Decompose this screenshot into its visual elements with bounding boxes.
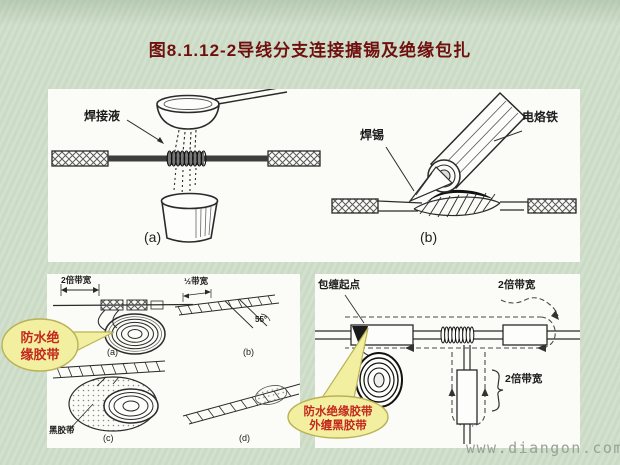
top-width-label: 2倍带宽: [498, 279, 536, 291]
iron-label: 电烙铁: [522, 110, 559, 124]
tape-roll: [355, 352, 403, 408]
waterproof-tape-callout: 防水绝 缘胶带: [1, 318, 115, 372]
solder-leader-line: [385, 146, 415, 192]
callout-text-line2: 缘胶带: [20, 347, 59, 362]
iron-tip: [408, 166, 454, 203]
branch-width-label: 2倍带宽: [505, 373, 543, 385]
wrap-start-label: 包缠起点: [318, 279, 360, 291]
caption-step-a: (a): [107, 347, 118, 357]
flux-stream: [174, 129, 197, 153]
diagram-a-flux-pouring: [51, 89, 321, 243]
caption-step-c: (c): [103, 433, 114, 443]
flux-leader-line: [126, 119, 163, 143]
outer-black-tape-callout: 防水绝缘胶带 外缠黑胶带: [287, 327, 389, 439]
solder-blob: [426, 189, 493, 203]
black-tape-label: 黑胶带: [49, 425, 75, 435]
width-label-a: 2倍带宽: [61, 275, 92, 285]
branch-width-brace: [491, 369, 504, 412]
width-label-b: ½带宽: [184, 276, 209, 286]
solder-label: 焊锡: [360, 128, 385, 142]
callout2-text-line2: 外缠黑胶带: [308, 418, 367, 432]
angle-label-b: 55°: [255, 315, 268, 324]
caption-a: (a): [144, 229, 162, 245]
callout2-text-line1: 防水绝缘胶带: [304, 404, 373, 418]
wrap-start-wedge: [352, 326, 368, 350]
page-title: 图8.1.12-2导线分支连接搪锡及绝缘包扎: [148, 41, 472, 60]
watermark: www.diangon.com: [466, 439, 620, 457]
taping-steps-svg: [52, 284, 300, 432]
caption-step-d: (d): [239, 433, 250, 443]
bottom-left-panel: 2倍带宽 (a) ½带宽 55° (b) 黑胶带 (c) (d): [47, 274, 300, 448]
step-b-half-overlap: [174, 289, 280, 329]
start-leader-line: [344, 294, 365, 324]
step-a-start-wrap: [52, 284, 194, 355]
wrap-path-arrows: [405, 310, 559, 396]
callout-text-line1: 防水绝: [20, 330, 59, 345]
step-d-finished-wrap: [182, 383, 300, 425]
joint-coil: [440, 326, 475, 344]
caption-step-b: (b): [243, 347, 254, 357]
soldering-iron: [408, 91, 527, 203]
flux-label: 焊接液: [84, 109, 121, 123]
caption-b: (b): [420, 229, 438, 245]
step-c-black-tape: [52, 360, 166, 432]
iron-leader-line: [493, 130, 523, 142]
diagram-b-soldering-iron: [331, 91, 577, 218]
twisted-joint: [413, 189, 501, 218]
solder-ladle: [156, 89, 288, 130]
wrap-path-dashed: [345, 297, 559, 427]
flux-drips: [173, 167, 197, 197]
top-panel: 焊接液 (a) 焊锡 电烙铁 (b): [48, 89, 580, 262]
twisted-joint-coil: [166, 150, 207, 167]
soldering-diagrams-svg: [51, 89, 577, 243]
branch-wrap-diagram-svg: [315, 294, 580, 444]
catch-cup: [160, 192, 219, 243]
t-branch-wires: [315, 324, 580, 444]
